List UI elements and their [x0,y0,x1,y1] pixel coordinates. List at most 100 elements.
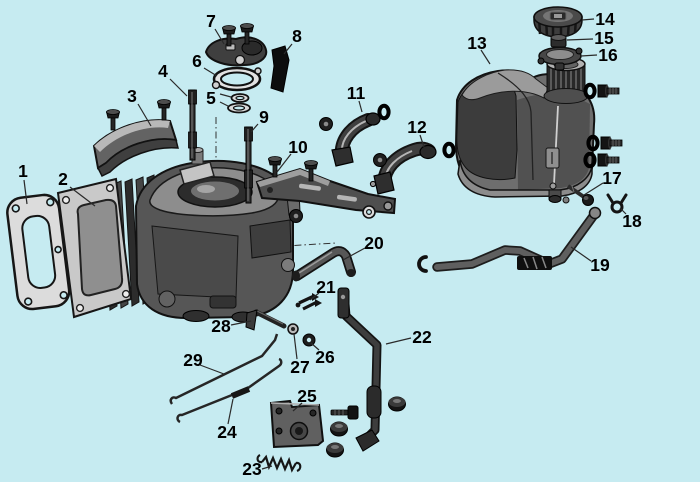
leader-lines [23,18,627,470]
part-9-stud-bolt-long [244,126,253,204]
leader-line-21 [309,292,320,301]
part-19-fuel-hose [417,206,602,273]
grommet-icon [289,209,303,223]
part-label-6-gasket-ring: 6 [192,51,202,71]
hose-end-fitting [588,206,602,220]
cap-nut-icon [388,396,406,412]
part-label-21-cotter-pin: 21 [316,277,336,297]
leader-line-9 [250,123,259,133]
part-21-cotter-pin [295,293,322,311]
part-28-bent-rod [245,309,287,331]
flywheel-recess-inner [191,181,239,201]
washer-icon [362,205,376,219]
dome-bolt-icon [330,421,348,437]
leader-line-13 [480,49,491,65]
leader-line-19 [570,246,592,262]
leader-line-25 [292,402,303,412]
part-label-9-stud-bolt-long: 9 [259,107,269,127]
leader-line-1 [23,179,28,205]
leader-line-4 [169,78,188,97]
side-boss [249,219,292,259]
leader-line-15 [566,38,594,41]
flywheel-hub [197,185,215,193]
part-23-spring [256,454,302,473]
part-5-washer-set [227,93,251,114]
part-label-7-cover-plate: 7 [206,11,216,31]
leader-line-22 [385,337,412,345]
part-label-25-mounting-plate: 25 [297,386,317,406]
part-2-cylinder-block [56,147,301,323]
leader-line-12 [419,134,425,148]
part-27-nut-washer [287,323,299,335]
part-label-20-elbow-hose: 20 [364,233,384,253]
part-14-fuel-cap [533,6,583,38]
part-15-bushing [550,34,567,48]
part-17-tank-bolt [566,184,594,206]
part-18-wire-clip [606,193,628,214]
leader-line-5 [219,93,232,98]
part-22-control-lever [337,287,406,452]
part-label-17-tank-bolt: 17 [602,168,621,188]
leader-line-24 [227,398,234,425]
part-4-stud-bolt [188,89,197,161]
part-label-11-strap-bracket: 11 [347,83,366,103]
part-25-mounting-plate [269,399,359,458]
bottom-port [209,295,237,309]
dome-bolt-icon [326,442,344,458]
leader-line-7 [214,28,225,45]
drain-boss [158,290,176,308]
leader-line-29 [199,364,225,375]
plate-hex-bolt [330,405,359,420]
leader-line-17 [583,182,604,196]
front-panel [151,225,239,299]
part-13-fuel-tank [454,56,623,204]
tank-outlet [548,189,570,204]
part-label-18-wire-clip: 18 [622,211,642,231]
leader-line-16 [580,54,598,57]
part-label-22-control-lever: 22 [412,327,432,347]
part-label-26-washer: 26 [315,347,335,367]
leader-line-20 [342,247,366,261]
part-label-23-spring: 23 [242,459,262,479]
part-label-29-governor-rod: 29 [183,350,203,370]
part-20-elbow-hose [292,246,356,282]
leader-line-18 [619,207,627,215]
part-6-gasket-ring [211,66,262,92]
part-16-seal-disc [537,46,583,71]
leader-line-2 [69,186,96,207]
part-label-4-stud-bolt: 4 [158,61,168,81]
part-8-shield-vane [270,45,290,93]
part-label-10-control-bracket: 10 [288,137,308,157]
leader-line-14 [581,18,595,21]
leader-line-23 [261,465,273,470]
part-label-19-fuel-hose: 19 [590,255,610,275]
part-7-cover-plate [204,23,268,67]
leader-line-27 [293,333,298,360]
part-label-8-shield-vane: 8 [292,26,302,46]
grommet-icon [319,117,333,131]
leader-line-6 [203,67,218,77]
part-10-control-bracket [255,156,397,223]
part-3-air-baffle [92,99,179,178]
leader-line-11 [358,100,363,113]
part-26-washer [302,333,316,347]
part-label-14-fuel-cap: 14 [595,9,615,29]
part-label-16-seal-disc: 16 [598,45,618,65]
part-label-24-link-rod: 24 [217,422,237,442]
leader-line-28 [230,320,252,326]
leader-line-10 [276,153,292,173]
leader-line-3 [137,103,152,127]
cylinder-face [56,177,133,319]
part-label-28-bent-rod: 28 [211,316,231,336]
part-label-13-fuel-tank: 13 [467,33,487,53]
part-label-12-strap-bracket: 12 [407,117,427,137]
part-label-27-nut-washer: 27 [290,357,309,377]
part-24-link-rod [176,357,283,424]
grommet-icon [373,153,387,167]
mount-lug-left [182,310,210,322]
fuel-gauge-strip [545,105,560,190]
part-11-strap-bracket [319,103,391,167]
part-label-1-head-gasket: 1 [18,161,28,181]
